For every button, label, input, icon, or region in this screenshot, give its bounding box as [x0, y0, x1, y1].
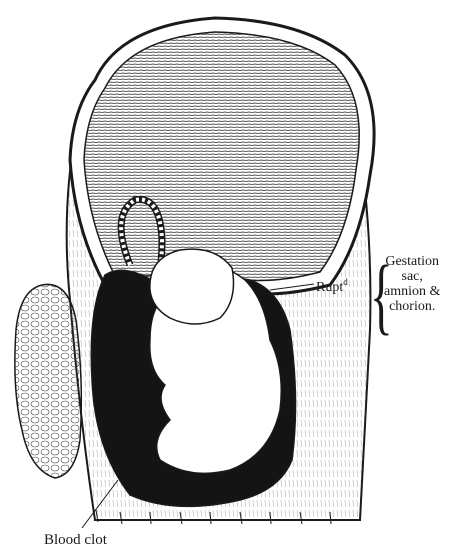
fetus-head: [150, 249, 234, 324]
gestation-label-line2: sac,: [384, 269, 440, 284]
gestation-label-line1: Gestation: [384, 254, 440, 269]
lobulated-tissue: [15, 284, 81, 478]
ruptured-label-sup: d: [343, 277, 348, 287]
gestation-label: Gestation sac, amnion & chorion.: [384, 254, 440, 314]
gestation-label-line4: chorion.: [384, 299, 440, 314]
ruptured-label-main: Rupt: [316, 280, 343, 295]
gestation-label-line3: amnion &: [384, 284, 440, 299]
ruptured-label: Ruptd: [316, 278, 348, 295]
blood-clot-label: Blood clot: [44, 533, 107, 548]
